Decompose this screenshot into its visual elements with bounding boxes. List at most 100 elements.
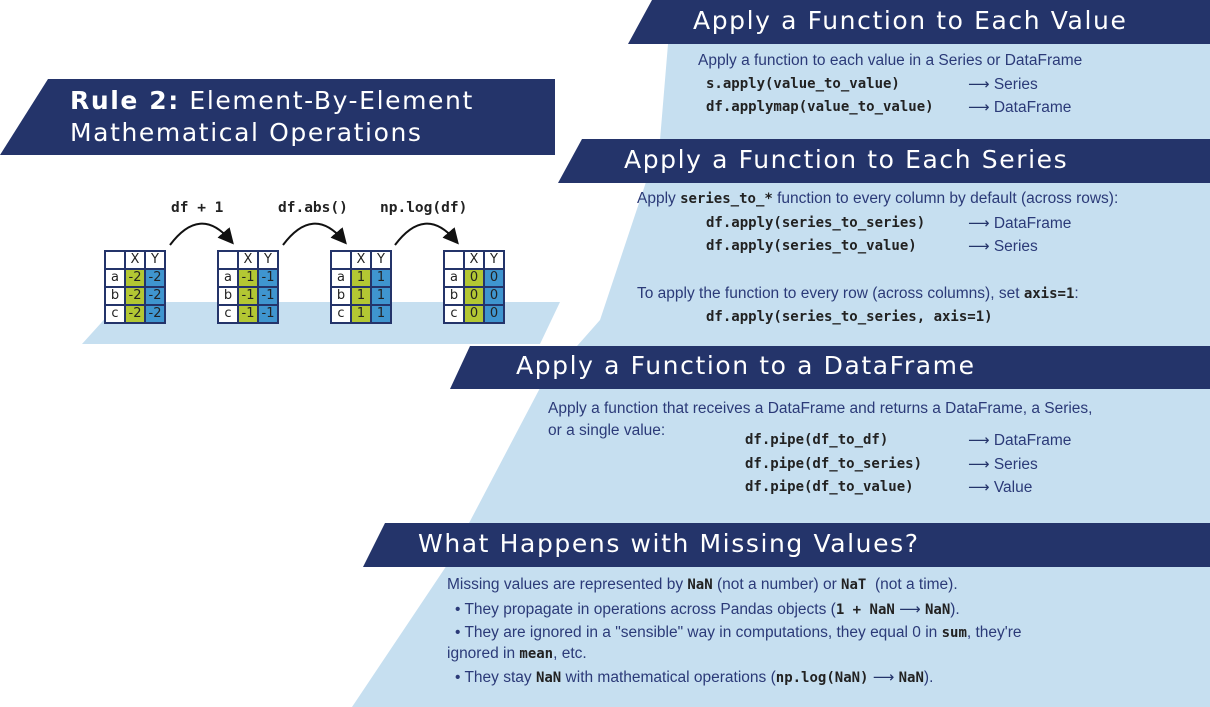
cell: -1	[257, 304, 279, 324]
text: • They stay	[455, 669, 536, 686]
result-label: DataFrame	[993, 215, 1072, 232]
right-arrow-icon: ⟶	[872, 669, 895, 686]
row-index: a	[104, 268, 126, 288]
cell: 1	[370, 268, 392, 288]
right-arrow-icon: ⟶	[968, 76, 990, 93]
col-header: Y	[483, 250, 505, 270]
section2-desc: Apply series_to_* function to every colu…	[637, 190, 1118, 208]
rule-label: Rule 2:	[70, 86, 180, 115]
cell: 1	[370, 286, 392, 306]
row-index: b	[443, 286, 465, 306]
section3-line3: df.pipe(df_to_value)	[745, 478, 914, 496]
code-inline: NaN	[898, 670, 924, 686]
col-header: X	[463, 250, 485, 270]
cell: 1	[350, 304, 372, 324]
section1-desc: Apply a function to each value in a Seri…	[698, 52, 1083, 69]
text: To apply the function to every row (acro…	[637, 285, 1024, 302]
cell: -2	[144, 304, 166, 324]
right-arrow-icon: ⟶	[968, 99, 990, 116]
code-snippet: df.pipe(df_to_value)	[745, 479, 914, 495]
section1-result2: ⟶ DataFrame	[968, 98, 1071, 117]
row-index: c	[217, 304, 239, 324]
text: with mathematical operations (	[561, 669, 776, 686]
arrow-3-icon	[394, 222, 459, 246]
right-arrow-icon: ⟶	[968, 238, 990, 255]
right-arrow-icon: ⟶	[968, 456, 990, 473]
cell: -1	[237, 286, 259, 306]
cell: 0	[463, 268, 485, 288]
section3-result1: ⟶ DataFrame	[968, 431, 1071, 450]
section3-result3: ⟶ Value	[968, 478, 1032, 497]
section3-banner	[450, 346, 1210, 389]
result-label: Series	[993, 76, 1038, 93]
cell: -1	[257, 286, 279, 306]
result-label: Series	[993, 238, 1038, 255]
op-abs: df.abs()	[278, 200, 348, 216]
right-arrow-icon: ⟶	[899, 601, 921, 618]
corner-cell	[217, 250, 239, 270]
rule-title: Rule 2: Element-By-Element	[70, 86, 474, 115]
cell: -1	[237, 304, 259, 324]
cell: -2	[144, 268, 166, 288]
section2-banner	[558, 139, 1210, 183]
cell: 0	[483, 304, 505, 324]
code-snippet: df.apply(series_to_value)	[706, 238, 917, 254]
code-inline: NaN	[687, 577, 713, 593]
text: , etc.	[553, 645, 587, 662]
section4-bullet1: • They propagate in operations across Pa…	[455, 600, 960, 619]
cell: 0	[463, 304, 485, 324]
cell: -1	[257, 268, 279, 288]
section2-result1: ⟶ DataFrame	[968, 214, 1071, 233]
row-index: c	[330, 304, 352, 324]
section4-intro: Missing values are represented by NaN (n…	[447, 576, 958, 594]
section2-line2: df.apply(series_to_value)	[706, 237, 917, 255]
section4-bullet3: • They stay NaN with mathematical operat…	[455, 668, 933, 687]
cell: -2	[124, 286, 146, 306]
cell: -2	[124, 304, 146, 324]
section2-line1: df.apply(series_to_series)	[706, 214, 925, 232]
text: (not a number) or	[712, 576, 842, 593]
cell: 1	[350, 286, 372, 306]
right-arrow-icon: ⟶	[968, 432, 990, 449]
section2-title: Apply a Function to Each Series	[624, 145, 1069, 174]
cell: 0	[463, 286, 485, 306]
cell: 1	[350, 268, 372, 288]
row-index: c	[443, 304, 465, 324]
section4-bullet2-cont: ignored in mean, etc.	[447, 645, 587, 663]
rule-line1: Element-By-Element	[189, 86, 474, 115]
code-inline: series_to_*	[680, 191, 773, 207]
section3-line2: df.pipe(df_to_series)	[745, 455, 922, 473]
row-index: b	[330, 286, 352, 306]
col-header: X	[124, 250, 146, 270]
row-index: a	[330, 268, 352, 288]
code-inline: NaT	[841, 577, 867, 593]
code-inline: NaN	[924, 602, 951, 618]
row-index: c	[104, 304, 126, 324]
row-index: a	[443, 268, 465, 288]
cell: -2	[124, 268, 146, 288]
section2-row-note: To apply the function to every row (acro…	[637, 285, 1079, 303]
section4-bullet2: • They are ignored in a "sensible" way i…	[455, 624, 1022, 642]
code-snippet: df.applymap(value_to_value)	[706, 99, 934, 115]
arrow-1-icon	[169, 222, 234, 246]
text: • They are ignored in a "sensible" way i…	[455, 624, 942, 641]
transform-arrows	[169, 222, 459, 246]
result-label: Value	[993, 479, 1033, 496]
cell: 0	[483, 268, 505, 288]
section2-row-example: df.apply(series_to_series, axis=1)	[706, 308, 993, 326]
code-inline: sum	[941, 625, 967, 641]
section3-line1: df.pipe(df_to_df)	[745, 431, 888, 449]
right-arrow-icon: ⟶	[968, 479, 990, 496]
col-header: X	[237, 250, 259, 270]
section2-result2: ⟶ Series	[968, 237, 1038, 256]
section1-line1: s.apply(value_to_value)	[706, 75, 900, 93]
section3-result2: ⟶ Series	[968, 455, 1038, 474]
section4-banner	[363, 523, 1210, 567]
result-label: DataFrame	[993, 432, 1072, 449]
section1-result1: ⟶ Series	[968, 75, 1038, 94]
text: Apply	[637, 190, 681, 207]
text: , they're	[966, 624, 1022, 641]
rule-line2: Mathematical Operations	[70, 118, 423, 147]
